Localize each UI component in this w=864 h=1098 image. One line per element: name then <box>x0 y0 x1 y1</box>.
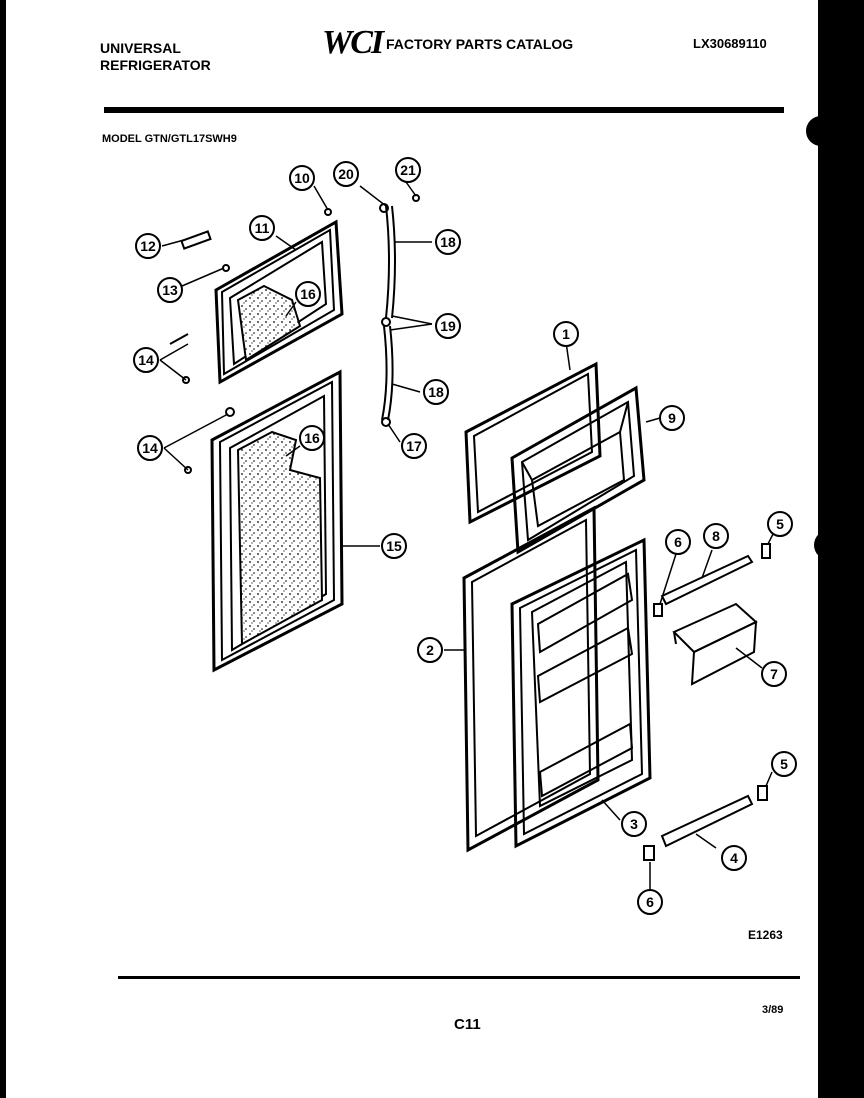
binder-hole-top <box>806 116 836 146</box>
callout-8: 8 <box>712 528 720 544</box>
binder-hole-bottom <box>818 940 848 970</box>
freezer-gasket <box>464 361 602 525</box>
header-rule <box>104 107 784 113</box>
end-caps <box>643 543 771 861</box>
callout-3: 3 <box>630 816 638 832</box>
callout-6-upper: 6 <box>674 534 682 550</box>
callout-10: 10 <box>294 170 310 186</box>
wci-logo: WCI <box>322 24 384 61</box>
callout-14-lower: 14 <box>142 440 158 456</box>
binder-hole-middle <box>814 530 844 560</box>
fresh-food-gasket <box>462 505 600 853</box>
callout-2: 2 <box>426 642 434 658</box>
callout-16-upper: 16 <box>300 286 316 302</box>
callout-4: 4 <box>730 850 738 866</box>
callout-16-lower: 16 <box>304 430 320 446</box>
document-number: LX30689110 <box>693 36 767 51</box>
callout-21: 21 <box>400 162 416 178</box>
callout-1: 1 <box>562 326 570 342</box>
print-date: 3/89 <box>762 1004 784 1016</box>
callout-18-upper: 18 <box>440 234 456 250</box>
callout-12: 12 <box>140 238 156 254</box>
dairy-bin <box>672 602 758 686</box>
leader-lines <box>159 181 777 890</box>
footer-rule <box>118 976 800 979</box>
callout-17: 17 <box>406 438 422 454</box>
fresh-food-door <box>210 369 344 673</box>
door-shelf-bar-upper <box>660 554 754 606</box>
diagram-id: E1263 <box>748 928 783 942</box>
brand-line-2: REFRIGERATOR <box>100 57 211 73</box>
callout-6-lower: 6 <box>646 894 654 910</box>
callout-5-upper: 5 <box>776 516 784 532</box>
callout-7: 7 <box>770 666 778 682</box>
callout-14-upper: 14 <box>138 352 154 368</box>
catalog-title: FACTORY PARTS CATALOG <box>386 36 574 52</box>
callout-9: 9 <box>668 410 676 426</box>
callout-5-lower: 5 <box>780 756 788 772</box>
callout-11: 11 <box>255 220 270 236</box>
callout-balloons <box>133 157 797 915</box>
callout-15: 15 <box>386 538 402 554</box>
callout-13: 13 <box>162 282 178 298</box>
fresh-food-door-liner <box>510 537 652 849</box>
door-shelf-bar-lower <box>660 794 754 848</box>
callout-19: 19 <box>440 318 456 334</box>
page-number: C11 <box>454 1016 481 1033</box>
callout-18-lower: 18 <box>428 384 444 400</box>
model-number: MODEL GTN/GTL17SWH9 <box>102 133 237 145</box>
brand-line-1: UNIVERSAL <box>100 40 181 56</box>
freezer-door <box>214 219 344 385</box>
hinge-assembly <box>379 203 396 427</box>
freezer-door-liner <box>510 385 646 555</box>
callout-20: 20 <box>338 166 354 182</box>
